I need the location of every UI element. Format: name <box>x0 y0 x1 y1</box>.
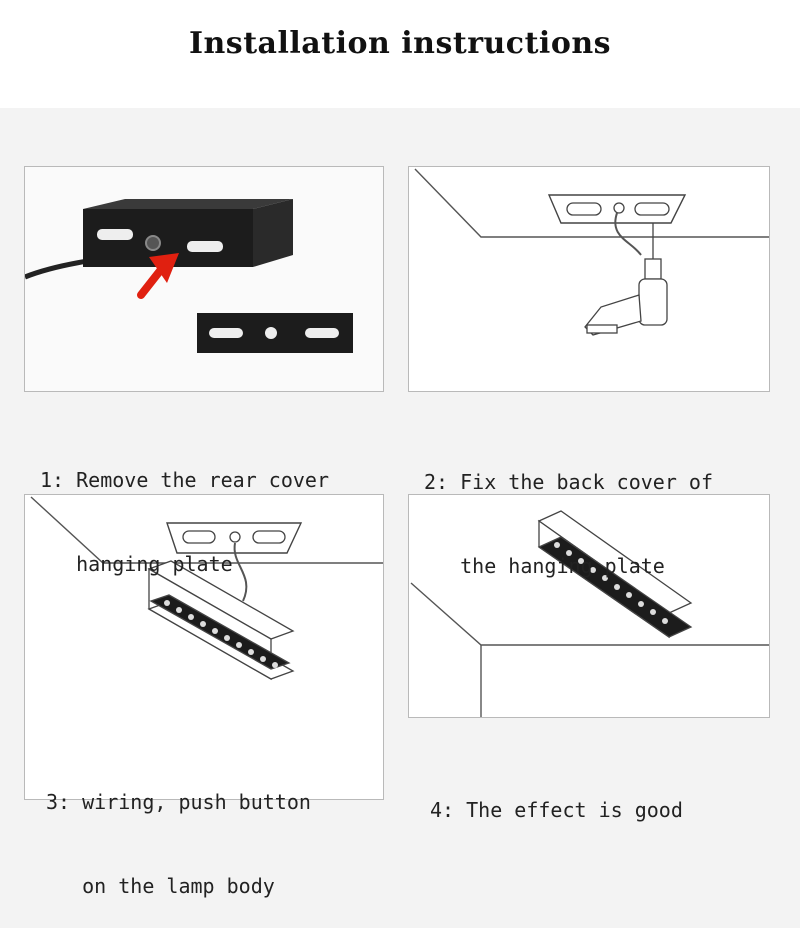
header: Installation instructions <box>0 0 800 108</box>
linear-lamp <box>147 560 295 681</box>
step-4-panel <box>408 494 770 718</box>
step-1-line-2: hanging plate <box>40 552 233 576</box>
step-3-illustration <box>30 496 383 681</box>
cable-grommet <box>145 235 161 251</box>
box-slot-left <box>97 229 133 240</box>
step-2-illustration <box>414 168 769 336</box>
step-2-line-1: 2: Fix the back cover of <box>424 470 713 494</box>
step-3-panel <box>24 494 384 800</box>
step-1-illustration <box>25 167 383 391</box>
step-3-caption: 3: wiring, push button on the lamp body <box>46 732 311 928</box>
step-1-panel <box>24 166 384 392</box>
step-1-line-1: 1: Remove the rear cover <box>40 468 329 492</box>
step-2-panel <box>408 166 770 392</box>
box-slot-right <box>187 241 223 252</box>
mounting-plate <box>547 194 687 224</box>
driver-box-top <box>83 199 293 209</box>
step-2-caption: 2: Fix the back cover of the hanging pla… <box>424 412 713 608</box>
step-1-caption: 1: Remove the rear cover hanging plate <box>40 410 329 606</box>
red-arrow-icon <box>137 253 179 299</box>
step-4-line-1: 4: The effect is good <box>430 798 683 822</box>
step-3-line-2: on the lamp body <box>46 874 275 898</box>
linear-lamp <box>537 510 693 639</box>
drill-icon <box>584 223 668 336</box>
wire <box>614 212 642 256</box>
step-3-line-1: 3: wiring, push button <box>46 790 311 814</box>
ceiling-line <box>30 496 383 564</box>
step-2-line-2: the hanging plate <box>424 554 665 578</box>
step-4-caption: 4: The effect is good <box>430 740 683 852</box>
step-4-illustration <box>410 510 769 717</box>
wire <box>233 542 248 602</box>
ceiling-line <box>414 168 769 238</box>
page-title: Installation instructions <box>188 26 612 61</box>
